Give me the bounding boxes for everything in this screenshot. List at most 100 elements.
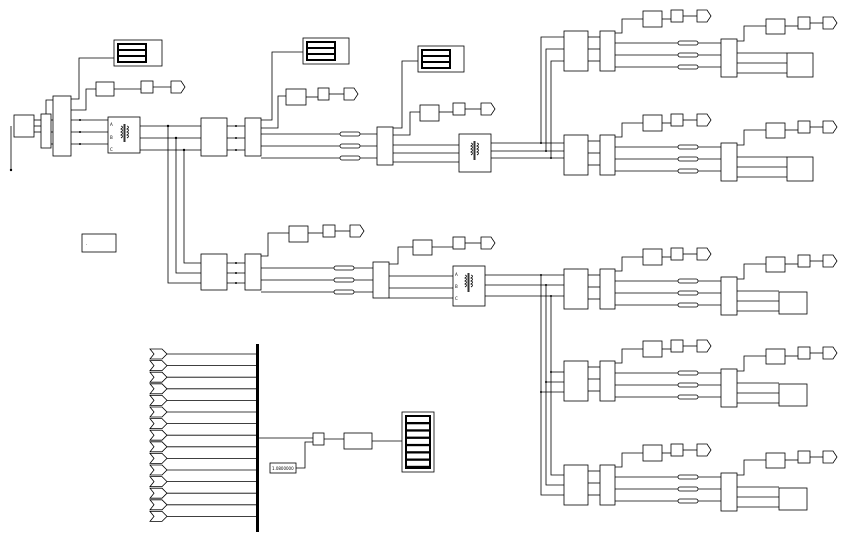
top-rms-block[interactable] xyxy=(285,88,307,106)
load-block[interactable] xyxy=(778,487,808,511)
load-measurement[interactable] xyxy=(720,472,738,512)
top-gain-block[interactable] xyxy=(317,87,330,101)
feeder-line-c[interactable] xyxy=(677,498,699,504)
three-phase-source[interactable] xyxy=(13,114,35,138)
mid-gain-block[interactable] xyxy=(322,224,336,238)
feeder-gain[interactable] xyxy=(670,9,684,23)
mid-line-a[interactable] xyxy=(333,265,355,271)
feeder-rms[interactable] xyxy=(642,10,663,28)
feeder-breaker[interactable] xyxy=(563,268,589,310)
load-goto[interactable] xyxy=(822,254,838,268)
feeder-line-c[interactable] xyxy=(677,394,699,400)
feeder-vi-measurement[interactable] xyxy=(599,268,616,310)
source-measurement[interactable] xyxy=(40,113,52,149)
load-goto[interactable] xyxy=(822,450,838,464)
feeder-rms[interactable] xyxy=(642,340,663,358)
feeder-line-c[interactable] xyxy=(677,168,699,174)
load-block[interactable] xyxy=(778,291,808,315)
feeder-line-b[interactable] xyxy=(677,156,699,162)
load-goto[interactable] xyxy=(822,120,838,134)
load-rms[interactable] xyxy=(765,256,786,273)
feeder-rms[interactable] xyxy=(642,444,663,462)
clock-block[interactable] xyxy=(81,233,117,253)
feeder-breaker[interactable] xyxy=(563,134,589,176)
mid-feeder-gain[interactable] xyxy=(452,236,466,250)
feeder-goto[interactable] xyxy=(696,339,712,353)
mid-feeder-rms[interactable] xyxy=(412,239,433,256)
feeder-breaker[interactable] xyxy=(563,464,589,506)
mid-feeder-measurement[interactable] xyxy=(372,261,390,299)
load-goto[interactable] xyxy=(822,16,838,30)
load-gain[interactable] xyxy=(797,450,811,464)
feeder-rms[interactable] xyxy=(642,248,663,266)
top-feeder-rms[interactable] xyxy=(419,104,440,122)
from-tag[interactable] xyxy=(149,510,168,522)
mid-line-c[interactable] xyxy=(333,289,355,295)
top-line-a[interactable] xyxy=(339,131,361,137)
feeder-line-a[interactable] xyxy=(677,144,699,150)
feeder-line-c[interactable] xyxy=(677,64,699,70)
source-vi-measurement[interactable] xyxy=(52,95,72,157)
source-gain-block[interactable] xyxy=(140,80,154,94)
from-tag[interactable] xyxy=(149,499,168,511)
load-gain[interactable] xyxy=(797,16,811,30)
from-tag[interactable] xyxy=(149,441,168,453)
load-gain[interactable] xyxy=(797,120,811,134)
from-tag[interactable] xyxy=(149,383,168,395)
from-tag[interactable] xyxy=(149,476,168,488)
from-tag[interactable] xyxy=(149,487,168,499)
feeder-breaker[interactable] xyxy=(563,360,589,402)
load-goto[interactable] xyxy=(822,346,838,360)
mid-goto-tag[interactable] xyxy=(349,224,365,238)
top-feeder-measurement[interactable] xyxy=(376,126,394,166)
top-feeder-gain[interactable] xyxy=(452,102,466,116)
feeder-vi-measurement[interactable] xyxy=(599,464,616,506)
from-tag[interactable] xyxy=(149,464,168,476)
mid-vi-measurement[interactable] xyxy=(244,253,262,291)
feeder-vi-measurement[interactable] xyxy=(599,360,616,402)
top-vi-measurement[interactable] xyxy=(244,117,262,157)
mid-breaker[interactable] xyxy=(200,253,228,291)
feeder-goto[interactable] xyxy=(696,443,712,457)
feeder-line-b[interactable] xyxy=(677,486,699,492)
feeder-line-a[interactable] xyxy=(677,474,699,480)
from-tag[interactable] xyxy=(149,418,168,430)
feeder-line-b[interactable] xyxy=(677,52,699,58)
from-tag[interactable] xyxy=(149,452,168,464)
feeder-line-b[interactable] xyxy=(677,382,699,388)
mid-feeder-goto[interactable] xyxy=(480,236,496,250)
sqrt-block[interactable] xyxy=(343,432,373,450)
feeder-gain[interactable] xyxy=(670,339,684,353)
feeder-line-c[interactable] xyxy=(677,302,699,308)
from-tag[interactable] xyxy=(149,394,168,406)
feeder-line-a[interactable] xyxy=(677,40,699,46)
feeder-line-a[interactable] xyxy=(677,370,699,376)
top-line-c[interactable] xyxy=(339,155,361,161)
top-breaker[interactable] xyxy=(200,117,228,157)
product-block[interactable] xyxy=(312,432,325,446)
from-tag[interactable] xyxy=(149,371,168,383)
load-rms[interactable] xyxy=(765,452,786,469)
mid-line-b[interactable] xyxy=(333,277,355,283)
from-tag[interactable] xyxy=(149,429,168,441)
feeder-goto[interactable] xyxy=(696,9,712,23)
feeder-breaker[interactable] xyxy=(563,30,589,72)
feeder-vi-measurement[interactable] xyxy=(599,134,616,176)
load-measurement[interactable] xyxy=(720,368,738,408)
load-rms[interactable] xyxy=(765,348,786,365)
load-gain[interactable] xyxy=(797,254,811,268)
feeder-rms[interactable] xyxy=(642,114,663,132)
feeder-goto[interactable] xyxy=(696,113,712,127)
load-block[interactable] xyxy=(786,52,814,78)
load-measurement[interactable] xyxy=(720,276,738,316)
feeder-gain[interactable] xyxy=(670,113,684,127)
feeder-goto[interactable] xyxy=(696,247,712,261)
feeder-vi-measurement[interactable] xyxy=(599,30,616,72)
transformer-3[interactable]: A B C xyxy=(452,265,486,307)
from-tag[interactable] xyxy=(149,348,168,360)
from-tag[interactable] xyxy=(149,360,168,372)
top-feeder-goto[interactable] xyxy=(480,102,496,116)
transformer-2[interactable] xyxy=(458,133,492,173)
load-rms[interactable] xyxy=(765,18,786,35)
feeder-gain[interactable] xyxy=(670,443,684,457)
